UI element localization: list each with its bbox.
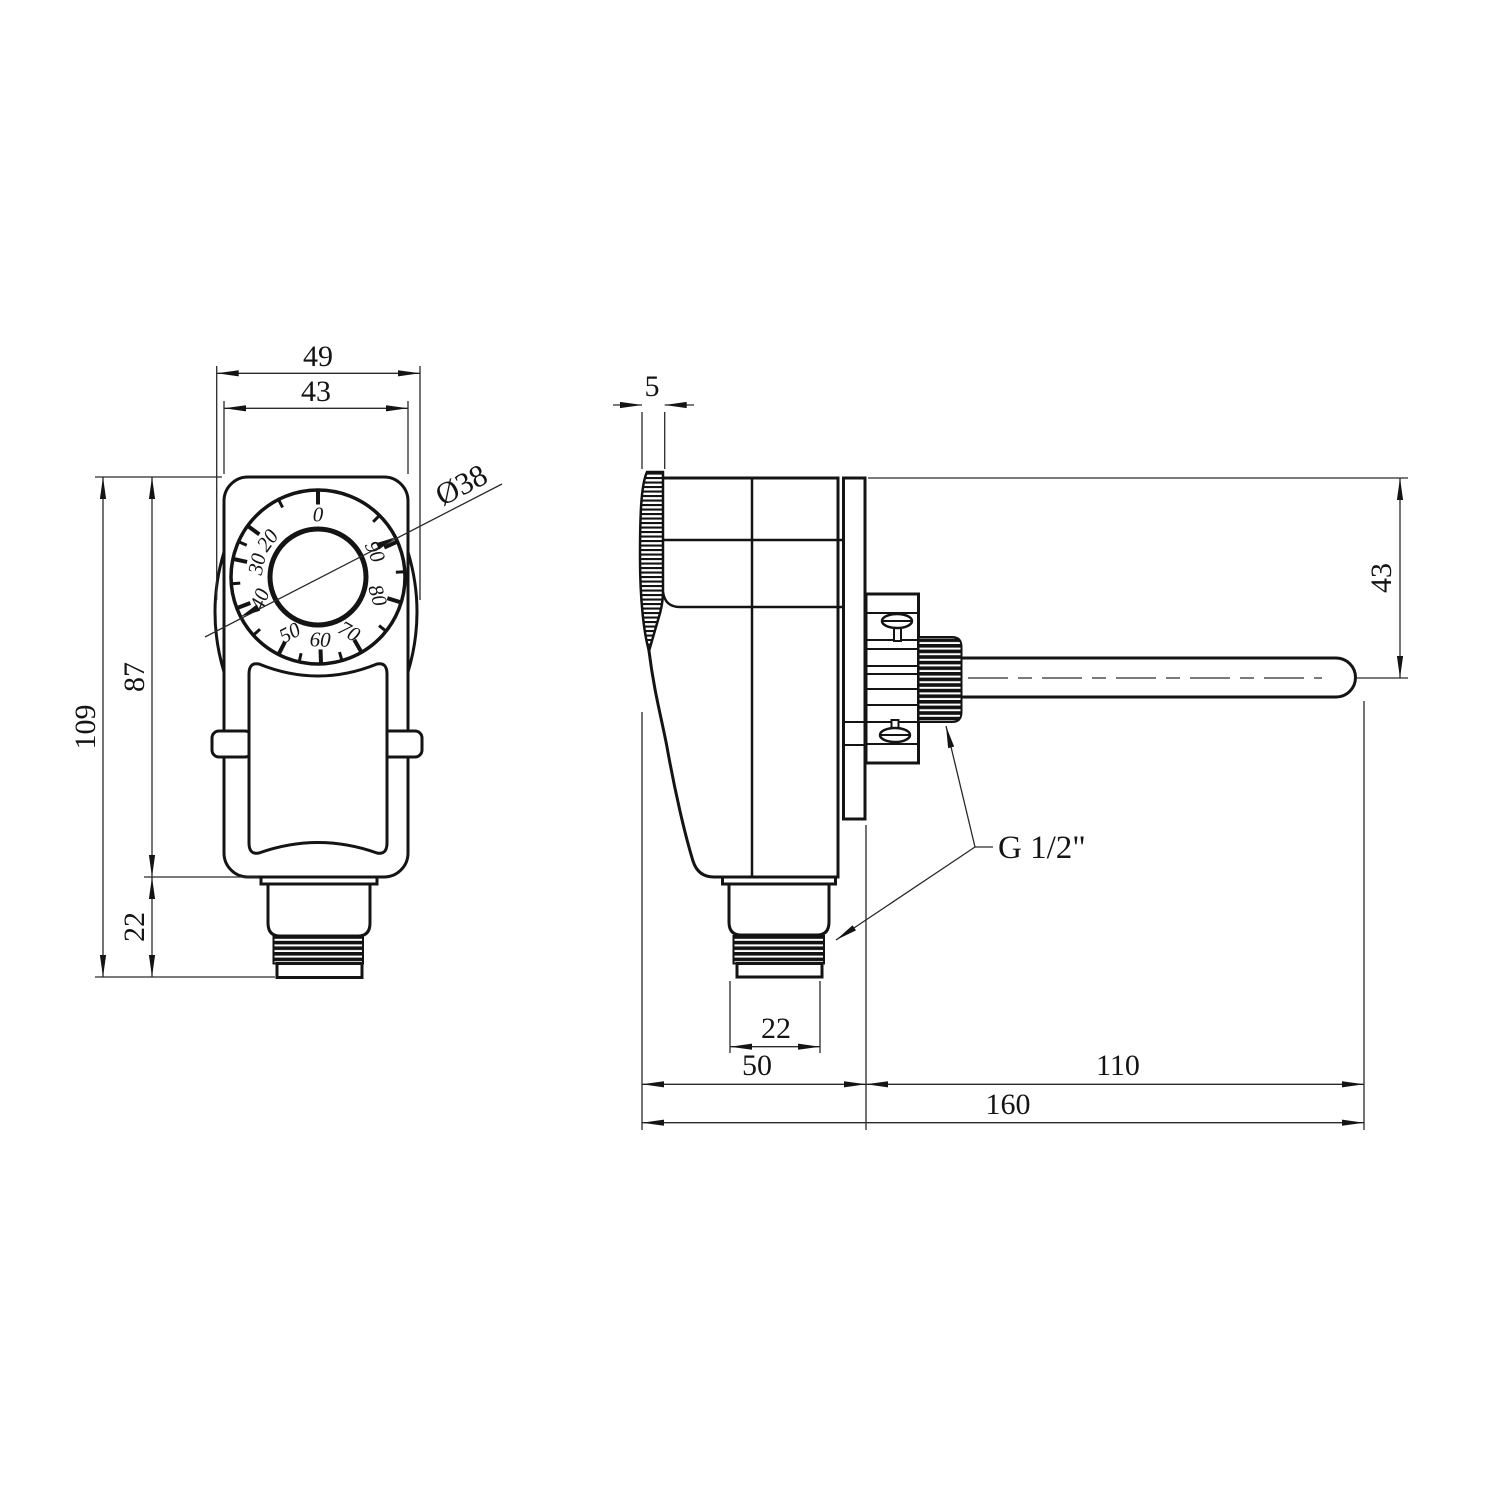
dial-tick-minor	[395, 570, 405, 574]
leader-to-side-thread	[945, 725, 993, 848]
dim-dial-diameter: Ø38	[429, 457, 493, 513]
dim-overall-length: 160	[986, 1088, 1031, 1121]
dial-tick-major	[246, 524, 261, 537]
side-knurled-knob	[638, 470, 665, 656]
dim-thread-size: G 1/2"	[998, 830, 1086, 866]
side-dimensions: 5 43 22 50 110 160	[613, 370, 1408, 1130]
dim-overall-height: 109	[69, 705, 102, 750]
front-clip-tab-left	[210, 729, 254, 759]
side-back-plate	[842, 476, 867, 821]
dim-bottom-thread-width: 22	[761, 1012, 791, 1045]
side-body	[644, 476, 840, 879]
dial-tick-minor	[252, 628, 262, 636]
side-screw-top	[880, 612, 914, 642]
dim-body-width: 43	[301, 375, 331, 408]
dial-tick-major	[386, 596, 402, 605]
front-dial-knob	[267, 526, 369, 628]
dial-tick-minor	[231, 581, 241, 586]
leader-to-bottom-thread	[835, 846, 976, 941]
dial-tick-minor	[378, 624, 387, 633]
callout-arrow-lower	[240, 604, 260, 617]
side-hex-boss	[727, 882, 831, 937]
dial-tick-major	[383, 539, 398, 550]
dial-tick-minor	[277, 499, 284, 509]
dial-tick-minor	[238, 540, 248, 547]
front-dimensions: 49 43 109 87 22	[69, 340, 421, 978]
dial-label: 60	[309, 627, 331, 652]
callout-arrow-upper	[376, 537, 396, 550]
side-thread-nipple	[917, 636, 963, 723]
side-bottom-thread	[732, 935, 825, 965]
side-screw-bottom	[878, 719, 912, 744]
dial-tick-minor	[338, 651, 344, 661]
dial-tick-minor	[372, 514, 381, 523]
probe-tip	[1335, 656, 1357, 699]
dim-body-height: 87	[118, 662, 151, 692]
dim-probe-axis-offset: 43	[1365, 563, 1398, 593]
dial-tick-major	[232, 557, 248, 564]
dial-tick-major	[352, 638, 363, 653]
dial-label: 0	[313, 503, 324, 527]
dial-tick-minor	[297, 652, 303, 662]
front-ear-right	[406, 551, 419, 673]
dim-knob-thickness: 5	[645, 370, 660, 403]
dial-tick-major	[276, 640, 287, 655]
dial-tick-major	[236, 601, 252, 610]
side-view: 5 43 22 50 110 160 G 1/2"	[613, 370, 1408, 1130]
dim-outer-width: 49	[303, 340, 333, 373]
front-thread-cap	[275, 962, 364, 979]
side-thread-cap	[735, 962, 824, 979]
dim-thread-height: 22	[118, 912, 151, 942]
front-thread	[272, 935, 364, 965]
front-cover-plate	[247, 662, 389, 855]
dim-probe-length: 110	[1096, 1049, 1140, 1082]
front-hex-boss	[266, 882, 372, 938]
dim-housing-depth: 50	[742, 1049, 772, 1082]
thread-size-callout: G 1/2"	[835, 725, 1086, 941]
